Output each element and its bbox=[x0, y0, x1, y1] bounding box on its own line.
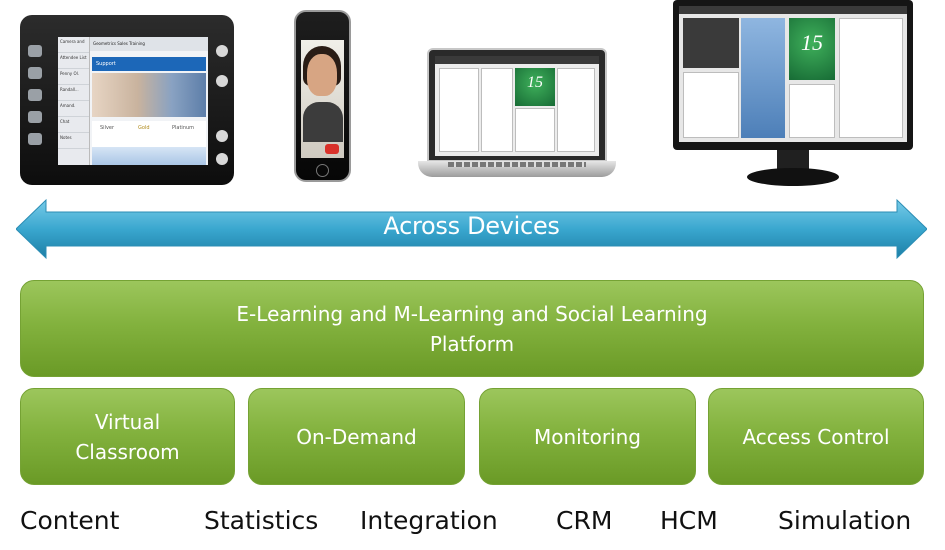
chat-icon bbox=[28, 133, 42, 145]
pricing-tiers: Silver Gold Platinum bbox=[92, 121, 206, 147]
laptop-device: 15 bbox=[418, 48, 616, 182]
across-devices-arrow: Across Devices bbox=[16, 198, 927, 260]
laptop-toolbar bbox=[435, 56, 599, 64]
monitor-list-panel bbox=[683, 72, 739, 138]
help-icon bbox=[216, 130, 228, 142]
laptop-mid-panel bbox=[481, 68, 513, 152]
attendee-panel: Camera and Attendee List Penny Ol. Randa… bbox=[58, 37, 90, 165]
module-monitoring: Monitoring bbox=[479, 388, 696, 485]
monitor-chart-panel bbox=[789, 84, 835, 138]
attendee-item: Randall... bbox=[58, 85, 89, 101]
phone-icon bbox=[28, 89, 42, 101]
camera-icon bbox=[28, 67, 42, 79]
monitor-stand bbox=[747, 168, 839, 186]
monitor-toolbar bbox=[679, 6, 907, 14]
capability-simulation: Simulation bbox=[778, 506, 912, 535]
module-virtual-classroom: Virtual Classroom bbox=[20, 388, 235, 485]
support-banner: Support bbox=[92, 57, 206, 71]
monitor-frame: 15 bbox=[673, 0, 913, 150]
laptop-right-panel bbox=[557, 68, 595, 152]
laptop-chart-panel bbox=[515, 108, 555, 152]
decorative-wave bbox=[92, 147, 206, 165]
monitor-welcome-panel bbox=[683, 18, 739, 68]
user-icon bbox=[216, 45, 228, 57]
monitor-score-panel: 15 bbox=[789, 18, 835, 80]
session-title: Geometrics Sales Training bbox=[90, 37, 208, 51]
double-arrow-icon bbox=[16, 198, 927, 260]
attendee-item: Amand. bbox=[58, 101, 89, 117]
phone-device bbox=[294, 10, 351, 182]
home-icon bbox=[28, 45, 42, 57]
laptop-left-panel bbox=[439, 68, 479, 152]
phone-screen bbox=[301, 40, 344, 158]
hand-icon bbox=[216, 75, 228, 87]
monitor-screen: 15 bbox=[679, 6, 907, 142]
chat-title: Chat bbox=[58, 117, 89, 133]
platform-box: E-Learning and M-Learning and Social Lea… bbox=[20, 280, 924, 377]
monitor-neck bbox=[777, 150, 809, 170]
person-body bbox=[303, 102, 343, 142]
attendee-item: Penny Ol. bbox=[58, 69, 89, 85]
support-photo bbox=[92, 73, 206, 117]
laptop-keyboard bbox=[448, 162, 586, 167]
laptop-score-panel: 15 bbox=[515, 68, 555, 106]
exit-icon bbox=[216, 153, 228, 165]
attendee-list-title: Attendee List bbox=[58, 53, 89, 69]
notes-title: Notes bbox=[58, 133, 89, 149]
tier-platinum: Platinum bbox=[172, 125, 195, 131]
monitor-agenda-panel bbox=[741, 18, 785, 138]
laptop-screen: 15 bbox=[435, 56, 599, 156]
panel-header: Camera and bbox=[58, 37, 89, 53]
tier-gold: Gold bbox=[138, 125, 150, 131]
tablet-screen: Camera and Attendee List Penny Ol. Randa… bbox=[58, 37, 208, 165]
laptop-lid: 15 bbox=[427, 48, 607, 162]
module-access-control: Access Control bbox=[708, 388, 924, 485]
people-icon bbox=[28, 111, 42, 123]
capability-integration: Integration bbox=[360, 506, 498, 535]
capability-statistics: Statistics bbox=[204, 506, 319, 535]
person-face bbox=[307, 54, 337, 96]
home-button-icon bbox=[316, 164, 329, 177]
arrow-label: Across Devices bbox=[383, 212, 560, 240]
tier-silver: Silver bbox=[100, 125, 115, 131]
capability-hcm: HCM bbox=[660, 506, 718, 535]
module-on-demand: On-Demand bbox=[248, 388, 465, 485]
monitor-device: 15 bbox=[673, 0, 913, 188]
capability-crm: CRM bbox=[556, 506, 613, 535]
tablet-device: Camera and Attendee List Penny Ol. Randa… bbox=[20, 15, 234, 185]
capability-content: Content bbox=[20, 506, 120, 535]
monitor-right-panel bbox=[839, 18, 903, 138]
end-call-icon bbox=[325, 144, 339, 154]
